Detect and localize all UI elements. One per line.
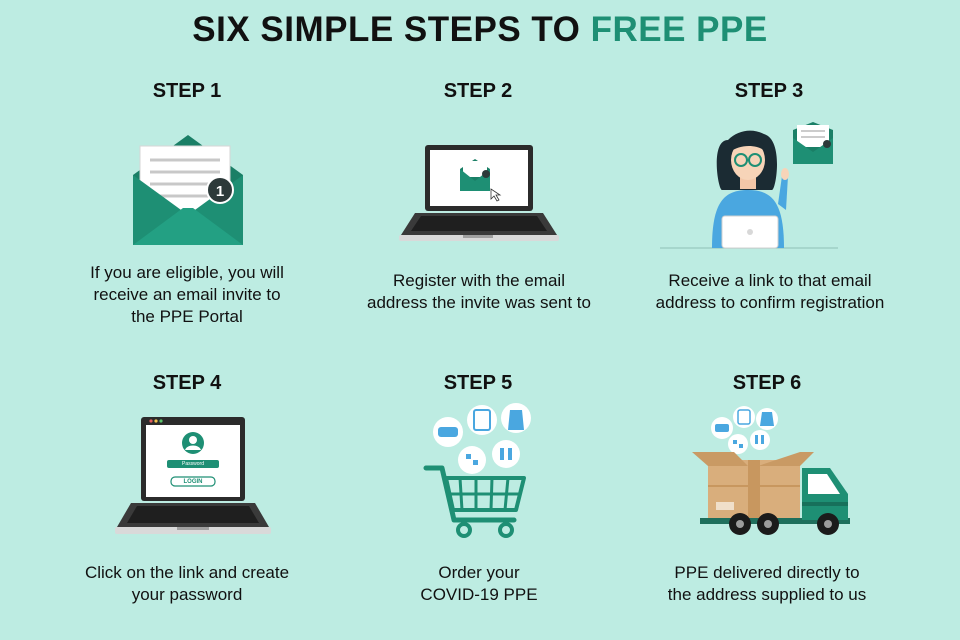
step-label: STEP 3 [734, 80, 804, 102]
step-label: STEP 1 [152, 80, 222, 102]
step-6-description: PPE delivered directly to the address su… [667, 563, 867, 604]
laptop-login-icon: Password LOGIN [113, 415, 273, 540]
step-3-heading: STEP 3 [619, 80, 919, 103]
step-6-heading: STEP 6 [617, 372, 917, 395]
login-button-label: LOGIN [183, 479, 203, 485]
step-3-description: Receive a link to that email address to … [655, 271, 885, 312]
envelope-icon: 1 [133, 135, 243, 245]
page-title: SIX SIMPLE STEPS TO FREE PPE [0, 10, 960, 50]
step-5-heading: STEP 5 [328, 372, 628, 395]
step-label: STEP 4 [152, 372, 222, 394]
person-laptop-icon [660, 122, 838, 249]
step-4-heading: STEP 4 [37, 372, 337, 395]
step-label: STEP 2 [443, 80, 513, 102]
delivery-truck-icon [692, 406, 850, 535]
title-main: SIX SIMPLE STEPS TO [192, 10, 591, 49]
notification-badge: 1 [216, 183, 224, 200]
step-label: STEP 5 [443, 372, 513, 394]
step-label: STEP 6 [732, 372, 802, 394]
step-4-description: Click on the link and create your passwo… [84, 563, 290, 604]
shopping-cart-icon [423, 403, 531, 538]
step-5-description: Order your COVID-19 PPE [420, 563, 538, 604]
laptop-login-graphic [115, 417, 271, 534]
step-1-description: If you are eligible, you will receive an… [90, 263, 284, 326]
step-2-description: Register with the email address the invi… [367, 271, 591, 312]
title-accent: FREE PPE [590, 10, 768, 49]
step-2-heading: STEP 2 [328, 80, 628, 103]
laptop-email-icon [399, 145, 559, 241]
password-field-label: Password [182, 461, 204, 467]
step-1-heading: STEP 1 [37, 80, 337, 103]
